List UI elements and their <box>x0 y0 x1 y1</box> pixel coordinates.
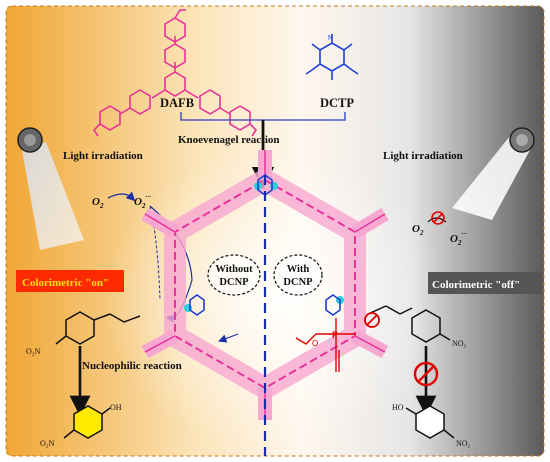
lamp-left-icon <box>17 127 84 250</box>
lamp-right-icon <box>452 127 535 220</box>
left-oh-label: OH <box>110 403 122 412</box>
colorimetric-off-label: Colorimetric "off" <box>432 279 520 291</box>
right-product-phenol <box>405 405 455 439</box>
with-dcnp-bubble <box>273 254 323 296</box>
reaction-label: Knoevenagel reaction <box>178 134 280 146</box>
dcnp-fragment <box>295 318 356 372</box>
dafb-structure <box>92 9 258 137</box>
colorimetric-off-badge <box>428 272 542 294</box>
prohibit-icon-product <box>413 361 439 387</box>
nucleophilic-arrow <box>218 333 239 343</box>
right-product-no2: NO₂ <box>456 439 471 448</box>
o2-conversion-arrow-left <box>107 191 136 202</box>
light-right-label: Light irradiation <box>383 150 463 162</box>
dafb-label: DAFB <box>160 96 194 110</box>
without-line2: DCNP <box>219 277 249 288</box>
nucleophilic-label: Nucleophilic reaction <box>82 360 182 372</box>
right-no2-label: NO₂ <box>452 339 467 348</box>
light-left-label: Light irradiation <box>63 150 143 162</box>
dctp-n-atom: N <box>328 35 333 42</box>
dctp-structure <box>305 34 359 80</box>
prohibit-icon-superoxide <box>431 211 445 225</box>
superoxide-right-text: O <box>450 233 458 245</box>
superoxide-left-text: O <box>134 196 142 208</box>
svg-text:O2: O2 <box>412 223 424 237</box>
without-line1: Without <box>215 264 253 275</box>
with-line2: DCNP <box>283 277 313 288</box>
svg-text:O2·−: O2·− <box>134 193 151 210</box>
p-atom-label: P <box>332 330 338 340</box>
o2-right-text: O <box>412 223 420 235</box>
left-product-no2: O₂N <box>40 439 55 448</box>
o2-left-text: O <box>92 196 100 208</box>
o2-conversion-arrow-right <box>427 217 447 223</box>
left-no2-label: O₂N <box>26 347 41 356</box>
without-dcnp-bubble <box>207 254 261 296</box>
right-ho-label: HO <box>392 403 404 412</box>
with-line1: With <box>287 264 310 275</box>
svg-text:O2·−: O2·− <box>450 230 467 247</box>
svg-text:O2: O2 <box>92 196 104 210</box>
colorimetric-on-label: Colorimetric "on" <box>22 277 109 289</box>
left-probe-structure <box>55 311 141 345</box>
dctp-label: DCTP <box>320 96 354 110</box>
o-atom-label: O <box>312 339 318 348</box>
prohibit-icon-probe <box>364 312 380 328</box>
left-product-phenol <box>63 405 111 439</box>
colorimetric-on-badge <box>16 270 124 292</box>
